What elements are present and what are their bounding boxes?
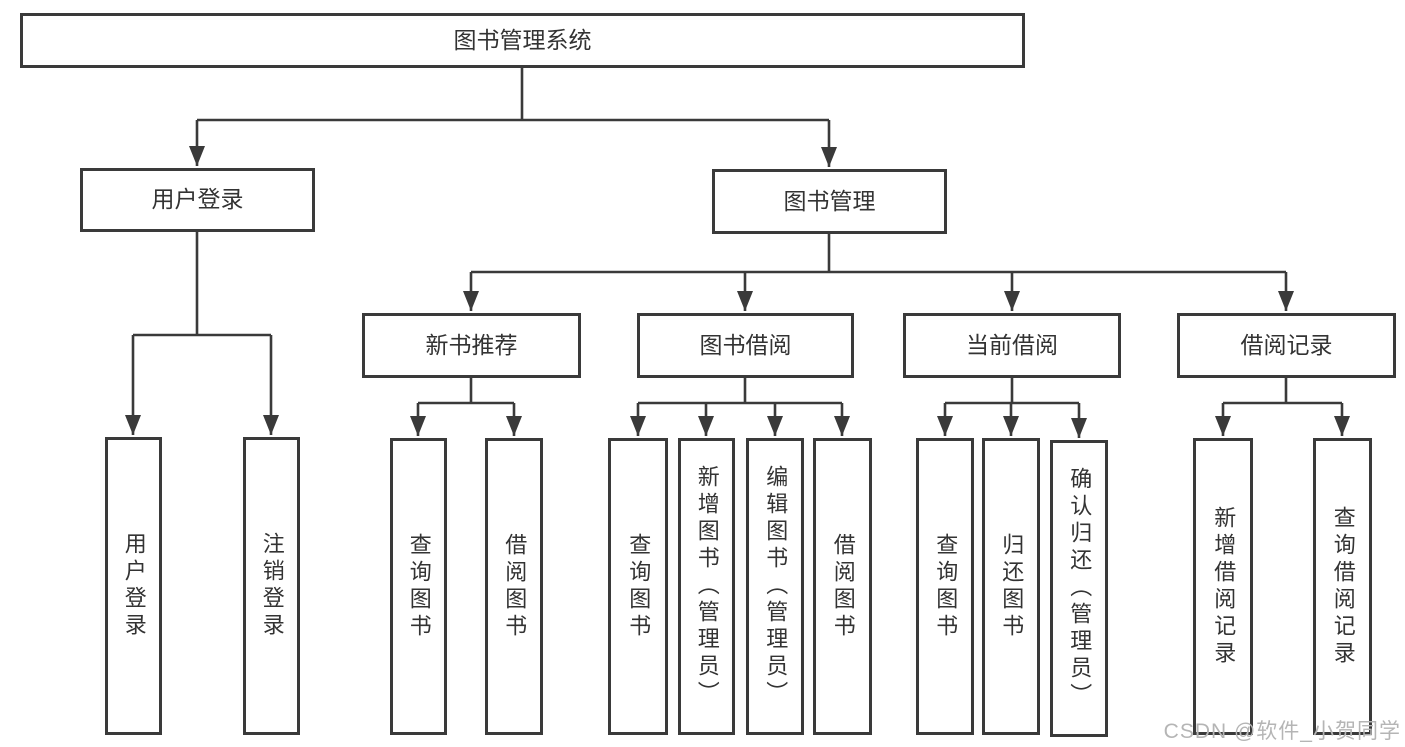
leaf-borrow-books: 借阅图书 (813, 438, 872, 735)
leaf-borrow-books-recommend: 借阅图书 (485, 438, 543, 735)
leaf-add-borrow-record: 新增借阅记录 (1193, 438, 1253, 735)
node-user-login: 用户登录 (80, 168, 315, 232)
leaf-query-books-recommend: 查询图书 (390, 438, 447, 735)
leaf-add-books-admin: 新增图书（管理员） (678, 438, 735, 735)
leaf-user-login: 用户登录 (105, 437, 162, 735)
leaf-query-books-current: 查询图书 (916, 438, 974, 735)
leaf-edit-books-admin: 编辑图书（管理员） (746, 438, 804, 735)
csdn-watermark: CSDN @软件_小贺同学 (1163, 720, 1401, 743)
leaf-confirm-return-admin: 确认归还（管理员） (1050, 440, 1108, 737)
node-book-borrowing: 图书借阅 (637, 313, 854, 378)
leaf-query-borrow-record: 查询借阅记录 (1313, 438, 1372, 735)
node-new-book-recommend: 新书推荐 (362, 313, 581, 378)
leaf-return-books: 归还图书 (982, 438, 1040, 735)
node-current-borrowing: 当前借阅 (903, 313, 1121, 378)
node-book-management: 图书管理 (712, 169, 947, 234)
leaf-logout: 注销登录 (243, 437, 300, 735)
leaf-query-books-borrowing: 查询图书 (608, 438, 668, 735)
node-root-library-management-system: 图书管理系统 (20, 13, 1025, 68)
node-borrowing-records: 借阅记录 (1177, 313, 1396, 378)
